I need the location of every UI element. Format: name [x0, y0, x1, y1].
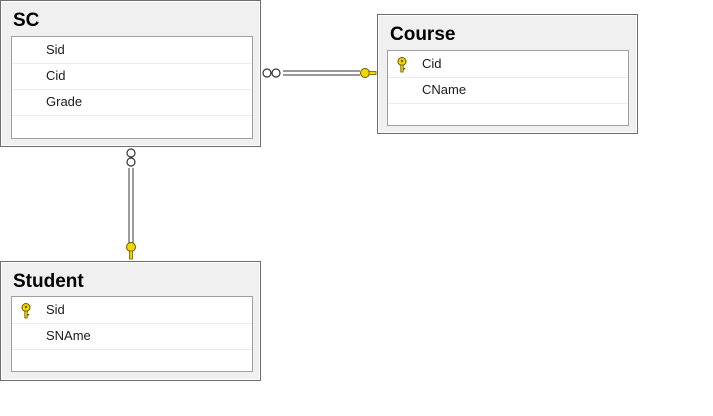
column-row-cid[interactable]: Cid [12, 63, 252, 90]
column-row-grade[interactable]: Grade [12, 89, 252, 116]
table-course[interactable]: Course Cid CName [377, 14, 638, 134]
column-name: Cid [46, 68, 66, 83]
column-name: SNAme [46, 328, 91, 343]
column-name: Cid [422, 56, 442, 71]
infinity-end-icon [262, 68, 281, 78]
key-end-icon [126, 242, 136, 260]
table-title: SC [13, 10, 40, 31]
table-title: Course [390, 24, 456, 45]
primary-key-icon [21, 303, 31, 319]
column-name: CName [422, 82, 467, 97]
row-selector[interactable] [12, 89, 37, 115]
row-selector[interactable] [12, 323, 37, 349]
row-selector[interactable] [12, 63, 37, 89]
key-end-icon [360, 68, 377, 78]
column-grid: Sid Cid Grade [11, 36, 253, 139]
empty-row[interactable] [12, 349, 252, 375]
column-name: Sid [46, 302, 65, 317]
empty-row[interactable] [388, 103, 628, 129]
column-row-sname[interactable]: SNAme [12, 323, 252, 350]
row-selector[interactable] [388, 77, 413, 103]
table-student[interactable]: Student Sid SNAme [0, 261, 261, 381]
column-row-sid[interactable]: Sid [12, 297, 252, 324]
relationship-sc-course[interactable] [262, 68, 377, 78]
relationship-sc-student[interactable] [126, 148, 136, 260]
table-title: Student [13, 271, 84, 292]
column-name: Grade [46, 94, 83, 109]
column-row-cname[interactable]: CName [388, 77, 628, 104]
column-grid: Cid CName [387, 50, 629, 126]
row-selector[interactable] [388, 51, 413, 77]
column-row-cid[interactable]: Cid [388, 51, 628, 78]
column-name: Sid [46, 42, 65, 57]
infinity-end-icon [126, 148, 136, 167]
row-selector[interactable] [12, 297, 37, 323]
row-selector[interactable] [12, 37, 37, 63]
empty-row[interactable] [12, 115, 252, 141]
primary-key-icon [397, 57, 407, 73]
column-grid: Sid SNAme [11, 296, 253, 372]
table-sc[interactable]: SC Sid Cid Grade [0, 0, 261, 147]
column-row-sid[interactable]: Sid [12, 37, 252, 64]
